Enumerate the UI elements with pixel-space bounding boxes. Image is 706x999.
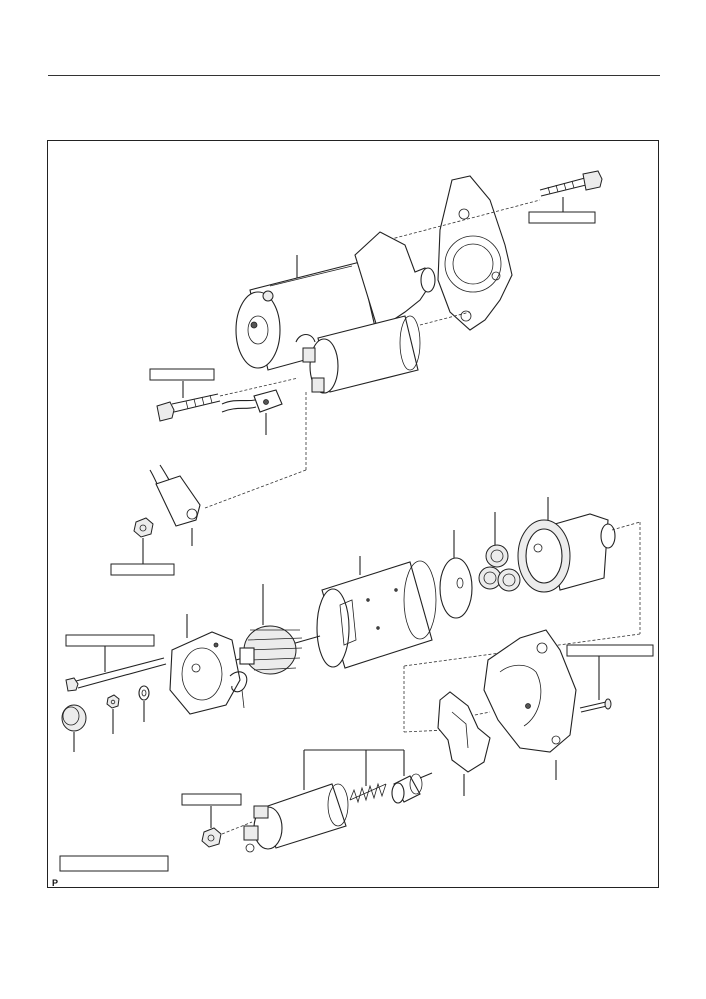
clutch-assembly [517,513,616,593]
legend-label-box [59,855,169,872]
planetary-gears [478,544,521,592]
housing-screw [579,698,612,713]
header-rule [48,75,660,76]
terminal-nut-label-box [110,563,175,576]
long-through-bolt [65,657,167,692]
alignment-line-10 [403,729,447,733]
mounting-bolt-label-box [528,211,596,224]
small-washer [138,685,150,701]
lead-wire-assembly [149,464,201,527]
alignment-line-1 [379,199,541,243]
terminal-nut [133,517,154,538]
small-nut [106,694,120,709]
alignment-line-6 [611,521,641,531]
plunger [391,772,433,804]
mounting-bolt [539,170,603,197]
drive-lever [437,691,491,773]
armature [235,625,321,675]
commutator-end-frame [169,631,248,715]
solenoid-nut [201,827,222,848]
magnetic-switch [243,783,349,853]
alignment-line-12 [221,821,253,835]
housing-screw-label-box [566,644,654,657]
through-bolt-label-box [149,368,215,381]
long-through-bolt-label-box [65,634,155,647]
starter-assembly [235,231,436,394]
alignment-line-5 [204,469,307,509]
alignment-line-11 [469,711,491,717]
alignment-line-2 [419,311,471,326]
through-bolt [156,393,221,422]
starter-housing [483,629,577,753]
yoke [316,560,437,669]
alignment-line-3 [219,377,299,397]
engine-flange-plate [437,175,513,331]
solenoid-nut-label-box [181,793,242,806]
end-cap [61,704,87,732]
corner-letter: P [52,878,59,888]
diagram-frame [47,140,659,888]
lead-wire-connector-upper [221,389,283,413]
plunger-spring [349,782,387,804]
gear-plate-washer [439,557,473,619]
